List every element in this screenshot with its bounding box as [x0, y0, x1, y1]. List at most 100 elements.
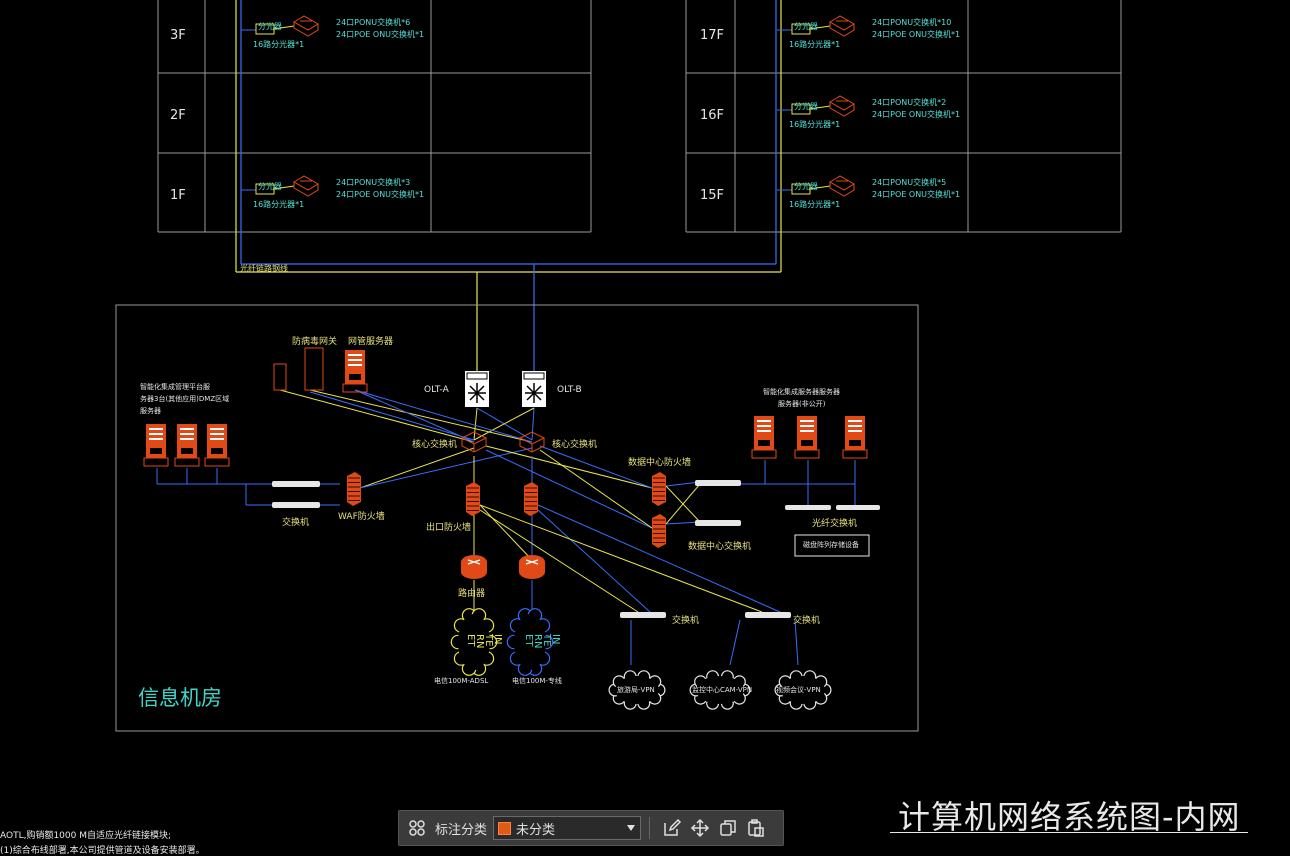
floor-splitter-text-3f: 16路分光器*1: [253, 40, 305, 49]
floor-label-16f: 16F: [700, 108, 725, 123]
edit-icon: [664, 818, 682, 836]
floor-poe-text-1f: 24口POE ONU交换机*1: [336, 190, 425, 199]
category-select[interactable]: 未分类: [493, 816, 642, 840]
anti-virus-gateway-label: 防病毒网关: [292, 337, 338, 347]
router-1-icon: [461, 555, 487, 579]
switch-b-icon: [745, 612, 791, 618]
edit-button[interactable]: [658, 814, 686, 842]
floor-switch-icon-15f: [777, 175, 855, 197]
category-color-swatch: [498, 821, 512, 835]
right-servers-desc-1: 智能化集成服务器服务器: [763, 388, 840, 396]
dropdown-arrow-icon: [627, 825, 636, 831]
grid-icon: [409, 820, 425, 836]
mgmt-server-label: 网管服务器: [348, 337, 394, 347]
right-server-2-icon: [794, 416, 820, 459]
dc-switch-bottom-icon: [695, 520, 741, 526]
move-icon: [690, 818, 710, 838]
storage-box-label: 磁盘阵列存储设备: [803, 541, 859, 549]
egress-firewall-1-icon: [466, 482, 480, 516]
egress-firewall-2-icon: [524, 482, 538, 516]
left-switch-top-icon: [272, 481, 320, 487]
internet-1-label: INTERNET: [465, 634, 503, 649]
floor-switch-icon-1f: [241, 175, 319, 197]
floor-poe-text-17f: 24口POE ONU交换机*1: [872, 30, 961, 39]
floor-splitter-text-1f: 16路分光器*1: [253, 200, 305, 209]
core-switch-1-label: 核心交换机: [412, 440, 458, 450]
floor-poe-text-3f: 24口POE ONU交换机*1: [336, 30, 425, 39]
floor-splitter-text-16f: 16路分光器*1: [789, 120, 841, 129]
switch-a-label: 交换机: [672, 616, 700, 626]
isp-1-label: 电信100M-ADSL: [434, 677, 489, 685]
olt-b-icon: [522, 371, 546, 407]
mgmt-server-icon: [342, 350, 368, 393]
drawing-title-underline: [890, 832, 1248, 833]
left-server-2-icon: [174, 424, 200, 467]
left-switch-label: 交换机: [282, 518, 310, 528]
vpn-cloud-1: [608, 670, 666, 710]
floor-device-icons: [241, 15, 855, 197]
right-server-1-icon: [751, 416, 777, 459]
floor-switch-text-17f: 24口PONU交换机*10: [872, 18, 952, 27]
move-button[interactable]: [686, 814, 714, 842]
floor-splitter-text-15f: 16路分光器*1: [789, 200, 841, 209]
backbone-risers: [235, 0, 782, 372]
category-label: 标注分类: [435, 821, 488, 837]
waf-label: WAF防火墙: [338, 512, 385, 522]
left-servers-desc-3: 服务器: [140, 407, 161, 415]
right-servers-desc-2: 服务器(非公开): [778, 400, 826, 408]
floor-splitter-box-1f: 分光器: [258, 182, 282, 191]
internet-2-label: INTERNET: [523, 634, 561, 649]
floor-splitter-box-17f: 分光器: [794, 22, 818, 31]
left-switch-bottom-icon: [272, 502, 320, 508]
switch-a-icon: [620, 612, 666, 618]
floor-splitter-box-15f: 分光器: [794, 182, 818, 191]
floor-splitter-box-3f: 分光器: [258, 22, 282, 31]
floor-label-17f: 17F: [700, 28, 725, 43]
left-floor-table: [157, 0, 592, 233]
dc-switch-label: 数据中心交换机: [688, 542, 752, 552]
router-label: 路由器: [458, 589, 486, 599]
dc-firewall-2-icon: [652, 514, 666, 548]
storage-switch-2-icon: [836, 505, 880, 510]
anti-virus-gateway-icon: [304, 347, 324, 391]
grid-menu-button[interactable]: [403, 814, 431, 842]
category-select-value: 未分类: [516, 821, 556, 837]
vpn-cloud-3: [774, 670, 832, 710]
network-devices: [143, 347, 880, 710]
router-2-icon: [519, 555, 545, 579]
left-servers-desc-1: 智能化集成管理平台服: [140, 383, 210, 391]
equipment-room-title: 信息机房: [138, 686, 222, 710]
floor-label-15f: 15F: [700, 188, 725, 203]
internet-cloud-1: [450, 608, 498, 676]
drawing-title: 计算机网络系统图-内网: [898, 798, 1241, 836]
right-server-3-icon: [842, 416, 868, 459]
storage-switch-1-icon: [785, 505, 831, 510]
vpn-2-label: 监控中心CAM-VPN: [692, 686, 753, 694]
dc-firewall-label: 数据中心防火墙: [628, 458, 692, 468]
egress-firewall-label: 出口防火墙: [426, 523, 472, 533]
dc-firewall-1-icon: [652, 472, 666, 506]
core-switch-2-label: 核心交换机: [552, 440, 598, 450]
floor-splitter-box-16f: 分光器: [794, 102, 818, 111]
core-switch-1-icon: [460, 431, 488, 453]
anti-virus-box-icon: [273, 363, 287, 391]
floor-switch-text-16f: 24口PONU交换机*2: [872, 98, 947, 107]
paste-button[interactable]: [742, 814, 770, 842]
olt-a-icon: [465, 371, 489, 407]
floor-switch-icon-3f: [241, 15, 319, 37]
equipment-room-frame: [115, 304, 919, 732]
vpn-1-label: 旅游局-VPN: [617, 686, 655, 694]
left-server-1-icon: [143, 424, 169, 467]
internet-cloud-2: [506, 608, 554, 676]
floor-switch-text-1f: 24口PONU交换机*3: [336, 178, 411, 187]
backbone-label: 光纤链路钢线: [240, 264, 288, 273]
network-links: [156, 389, 856, 666]
waf-firewall-icon: [347, 472, 361, 506]
floor-label-2f: 2F: [170, 108, 186, 123]
floor-poe-text-15f: 24口POE ONU交换机*1: [872, 190, 961, 199]
copy-button[interactable]: [714, 814, 742, 842]
switch-b-label: 交换机: [793, 616, 821, 626]
olt-a-label: OLT-A: [424, 385, 449, 395]
vpn-cloud-2: [689, 670, 751, 710]
